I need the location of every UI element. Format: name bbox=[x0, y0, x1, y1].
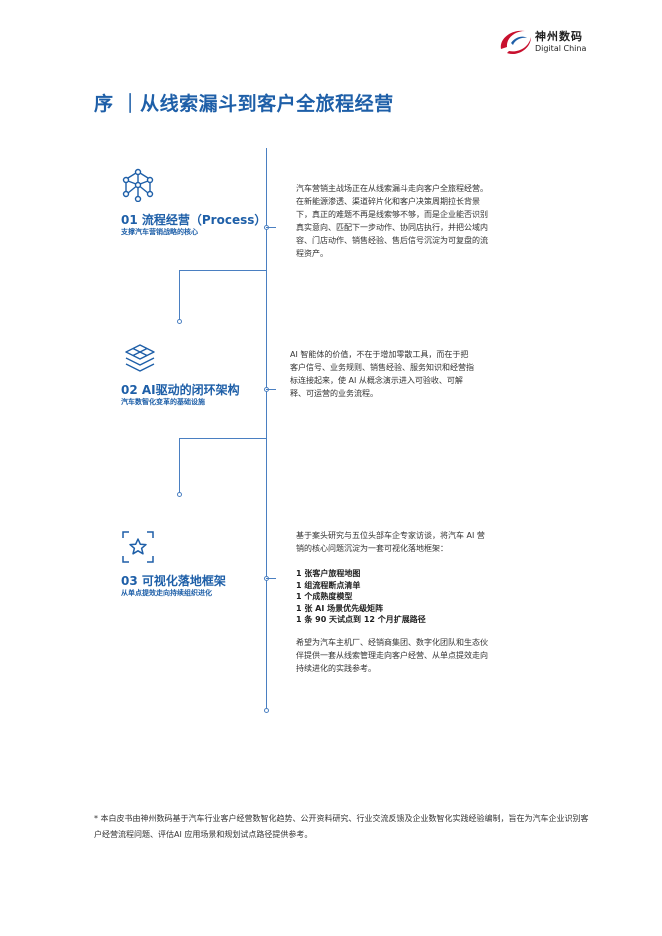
star-frame-icon bbox=[122, 531, 154, 563]
brand-logo: 神州数码 Digital China bbox=[497, 23, 597, 63]
brand-name-en: Digital China bbox=[535, 44, 587, 53]
list-item: 1 条 90 天试点到 12 个月扩展路径 bbox=[296, 615, 426, 624]
section-3-title: 03 可视化落地框架 bbox=[121, 574, 226, 588]
branch-node-1 bbox=[177, 319, 182, 324]
section-2-text: AI 智能体的价值，不在于增加零散工具，而在于把客户信号、业务规则、销售经验、服… bbox=[290, 350, 474, 398]
list-item: 1 张客户旅程地图 bbox=[296, 569, 361, 578]
section-3-intro: 基于案头研究与五位头部车企专家访谈，将汽车 AI 营销的核心问题沉淀为一套可视化… bbox=[296, 531, 485, 553]
text-pointer-1 bbox=[266, 227, 276, 228]
network-nodes-icon bbox=[122, 168, 154, 202]
section-1-text: 汽车营销主战场正在从线索漏斗走向客户全旅程经营。在新能源渗透、渠道碎片化和客户决… bbox=[296, 184, 488, 258]
footnote: * 本白皮书由神州数码基于汽车行业客户经营数智化趋势、公开资料研究、行业交流反馈… bbox=[94, 814, 589, 839]
section-1-title: 01 流程经营（Process） bbox=[121, 213, 267, 227]
branch-node-2 bbox=[177, 492, 182, 497]
section-2-title: 02 AI驱动的闭环架构 bbox=[121, 383, 240, 397]
section-3-subtitle: 从单点提效走向持续组织进化 bbox=[121, 589, 212, 597]
branch-vert-1 bbox=[179, 270, 180, 321]
branch-line-1 bbox=[179, 270, 267, 271]
page-title: 序 ｜从线索漏斗到客户全旅程经营 bbox=[94, 93, 394, 115]
section-2-subtitle: 汽车数智化变革的基础设施 bbox=[121, 398, 205, 406]
text-pointer-2 bbox=[266, 389, 276, 390]
branch-vert-2 bbox=[179, 438, 180, 494]
list-item: 1 个成熟度模型 bbox=[296, 592, 353, 601]
list-item: 1 组流程断点清单 bbox=[296, 580, 361, 590]
text-pointer-3 bbox=[266, 578, 276, 579]
timeline-end-node bbox=[264, 708, 269, 713]
timeline-line bbox=[266, 148, 267, 710]
framework-list: 1 张客户旅程地图 1 组流程断点清单 1 个成熟度模型 1 张 AI 场景优先… bbox=[296, 568, 426, 626]
branch-line-2 bbox=[179, 438, 267, 439]
digital-china-swirl-icon bbox=[500, 30, 531, 55]
list-item: 1 张 AI 场景优先级矩阵 bbox=[296, 603, 384, 613]
layers-stack-icon bbox=[125, 344, 155, 372]
section-1-subtitle: 支撑汽车营销战略的核心 bbox=[121, 228, 198, 236]
section-3-outro: 希望为汽车主机厂、经销商集团、数字化团队和生态伙伴提供一套从线索管理走向客户经营… bbox=[296, 638, 488, 673]
brand-name-cn: 神州数码 bbox=[535, 30, 583, 43]
